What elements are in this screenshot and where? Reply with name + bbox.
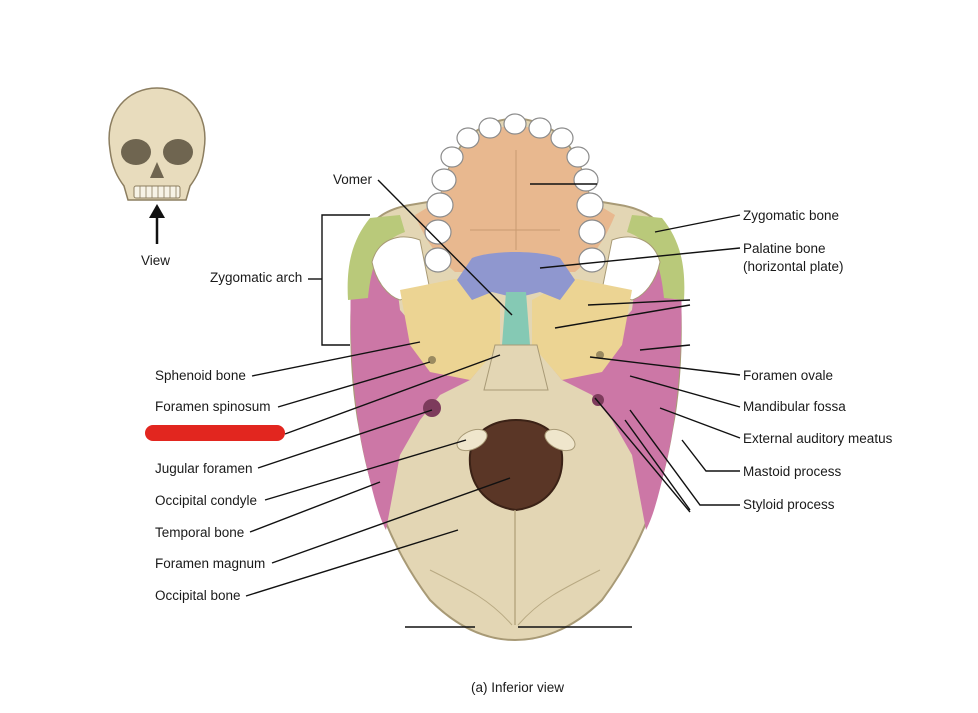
zygomatic-arch-label: Zygomatic arch bbox=[210, 270, 303, 285]
zygomatic-arch-bracket bbox=[321, 214, 370, 346]
mastoid-process-label: Mastoid process bbox=[743, 464, 842, 479]
view-label: View bbox=[141, 253, 171, 268]
foramen-ovale-label: Foramen ovale bbox=[743, 368, 834, 383]
occipital-bone-label: Occipital bone bbox=[155, 588, 241, 603]
jugular-foramen-label: Jugular foramen bbox=[155, 461, 253, 476]
redaction-mark bbox=[145, 425, 285, 441]
styloid-process-label: Styloid process bbox=[743, 497, 835, 512]
foramen-spinosum-label: Foramen spinosum bbox=[155, 399, 271, 414]
palatine-bone-line1: Palatine bone bbox=[743, 241, 826, 256]
foramen-magnum-label: Foramen magnum bbox=[155, 556, 266, 571]
figure-caption: (a) Inferior view bbox=[471, 680, 565, 695]
palatine-bone-label: Palatine bone (horizontal plate) bbox=[743, 240, 844, 276]
palatine-bone-line2: (horizontal plate) bbox=[743, 259, 844, 274]
temporal-bone-label: Temporal bone bbox=[155, 525, 245, 540]
mandibular-fossa-label: Mandibular fossa bbox=[743, 399, 846, 414]
sphenoid-bone-label: Sphenoid bone bbox=[155, 368, 246, 383]
external-auditory-meatus-label: External auditory meatus bbox=[743, 431, 893, 446]
leader-lines bbox=[245, 179, 741, 628]
occipital-condyle-label: Occipital condyle bbox=[155, 493, 258, 508]
thumbnail-skull bbox=[108, 87, 206, 244]
zygomatic-bone-label: Zygomatic bone bbox=[743, 208, 840, 223]
vomer-label: Vomer bbox=[333, 172, 373, 187]
